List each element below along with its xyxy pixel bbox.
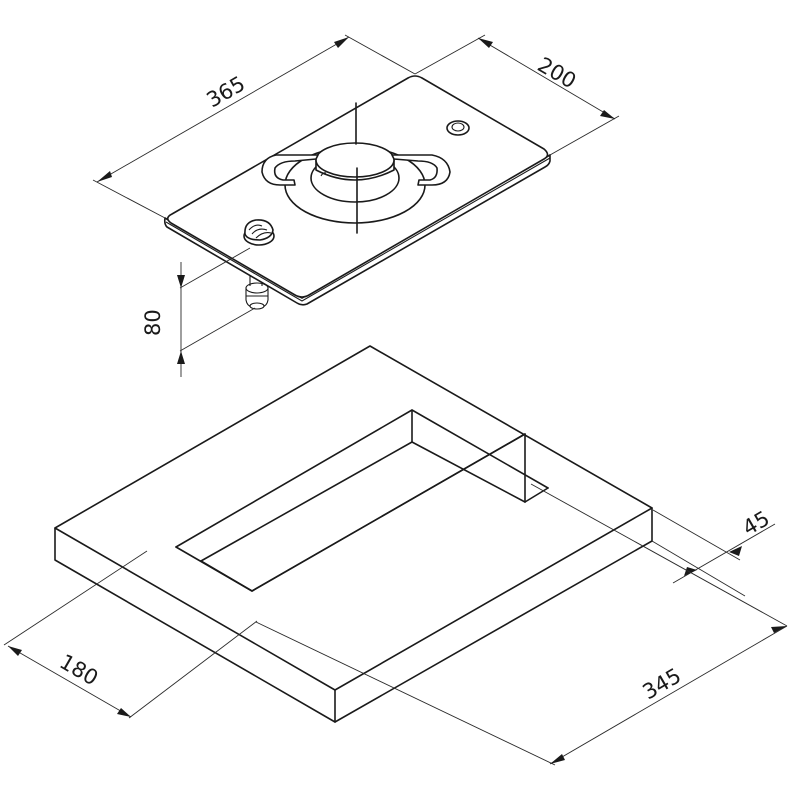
control-knob bbox=[243, 219, 275, 246]
pan-support bbox=[261, 102, 451, 234]
dimension-label-365: 365 bbox=[203, 71, 250, 112]
hob-assembly bbox=[163, 75, 551, 310]
dimension-label-180: 180 bbox=[56, 650, 103, 691]
dimension-label-200: 200 bbox=[534, 53, 581, 94]
countertop bbox=[54, 345, 653, 723]
dimension-label-45: 45 bbox=[739, 506, 774, 540]
dimension-45: 45 bbox=[651, 506, 776, 597]
dimension-80: 80 bbox=[141, 247, 256, 377]
dimension-label-80: 80 bbox=[141, 309, 165, 336]
ignition-button bbox=[446, 120, 470, 136]
dimension-label-345: 345 bbox=[639, 663, 686, 704]
dimension-345: 345 bbox=[255, 483, 788, 766]
dimension-180: 180 bbox=[3, 550, 258, 719]
burner bbox=[284, 142, 426, 224]
hob-plate-edge bbox=[163, 154, 551, 306]
cutout-opening bbox=[175, 409, 549, 592]
